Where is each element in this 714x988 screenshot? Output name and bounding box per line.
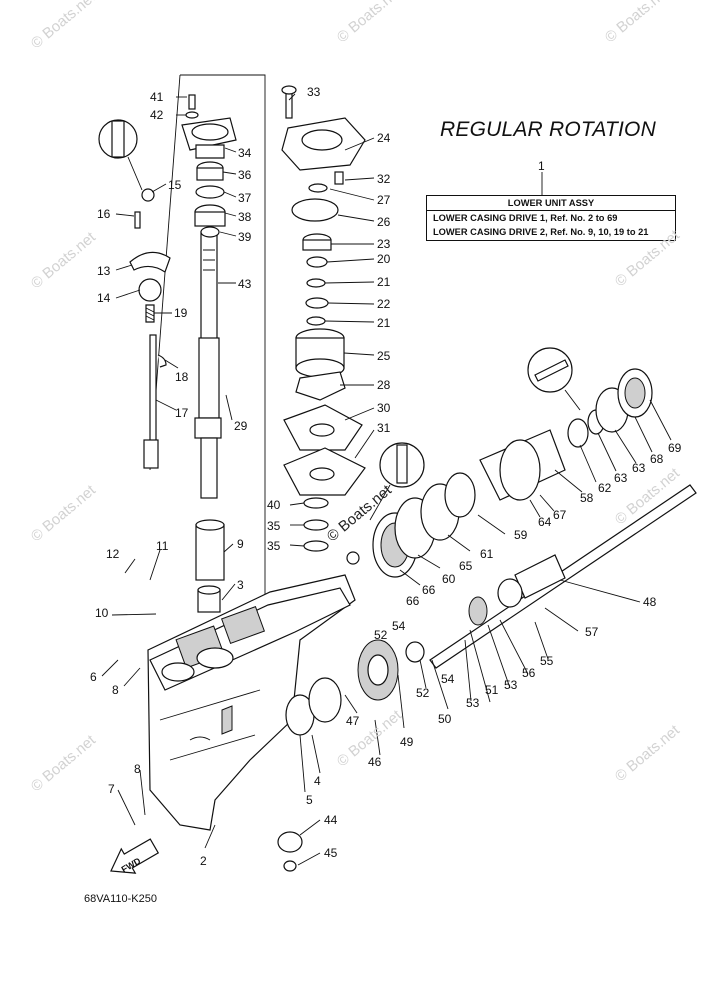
callout-49: 49	[400, 735, 414, 749]
callout-21a: 21	[377, 275, 391, 289]
callout-41: 41	[150, 90, 164, 104]
callout-3: 3	[237, 578, 244, 592]
callout-20: 20	[377, 252, 391, 266]
callout-44: 44	[324, 813, 338, 827]
callout-67: 67	[553, 508, 567, 522]
callout-8a: 8	[112, 683, 119, 697]
callout-53a: 53	[466, 696, 480, 710]
callout-45: 45	[324, 846, 338, 860]
callout-64: 64	[538, 515, 552, 529]
callout-38: 38	[238, 210, 252, 224]
callout-8b: 8	[134, 762, 141, 776]
diagram-code: 68VA110-K250	[84, 893, 157, 905]
callout-16: 16	[97, 207, 111, 221]
callout-39: 39	[238, 230, 252, 244]
callout-57: 57	[585, 625, 599, 639]
callout-26: 26	[377, 215, 391, 229]
callout-46: 46	[368, 755, 382, 769]
callout-27: 27	[377, 193, 391, 207]
sealant-callout-middle	[369, 442, 425, 521]
callout-13: 13	[97, 264, 111, 278]
callout-11: 11	[156, 539, 169, 553]
callout-1: 1	[538, 159, 545, 173]
frame-line-top	[180, 74, 266, 600]
rotation-heading: REGULAR ROTATION	[440, 118, 656, 141]
callout-35a: 35	[267, 519, 281, 533]
callout-31: 31	[377, 421, 391, 435]
lower-casing	[147, 574, 356, 831]
callout-22: 22	[377, 297, 391, 311]
callout-29: 29	[234, 419, 248, 433]
callout-37: 37	[238, 191, 252, 205]
callout-48: 48	[643, 595, 657, 609]
callout-66b: 66	[406, 594, 420, 608]
callout-47: 47	[346, 714, 360, 728]
callout-55: 55	[540, 654, 554, 668]
callout-56: 56	[522, 666, 536, 680]
callout-54a: 54	[392, 619, 406, 633]
assembly-reference-box: LOWER UNIT ASSY LOWER CASING DRIVE 1, Re…	[426, 195, 676, 241]
callout-7: 7	[108, 782, 115, 796]
callout-32: 32	[377, 172, 391, 186]
callout-60: 60	[442, 572, 456, 586]
callout-69: 69	[668, 441, 682, 455]
callout-54b: 54	[441, 672, 455, 686]
callout-58: 58	[580, 491, 594, 505]
callout-28: 28	[377, 378, 391, 392]
callout-15: 15	[168, 178, 182, 192]
callout-36: 36	[238, 168, 252, 182]
callout-43: 43	[238, 277, 252, 291]
callout-52a: 52	[374, 628, 388, 642]
assembly-row-1: LOWER CASING DRIVE 1, Ref. No. 2 to 69	[433, 213, 618, 223]
callout-62: 62	[598, 481, 612, 495]
callout-65: 65	[459, 559, 473, 573]
callout-19: 19	[174, 306, 188, 320]
callout-12: 12	[106, 547, 120, 561]
assembly-row-2: LOWER CASING DRIVE 2, Ref. No. 9, 10, 19…	[433, 227, 649, 237]
callout-63a: 63	[614, 471, 628, 485]
callout-42: 42	[150, 108, 164, 122]
assembly-title: LOWER UNIT ASSY	[427, 196, 675, 211]
drive-shaft	[194, 231, 222, 499]
callout-34: 34	[238, 146, 252, 160]
callout-23: 23	[377, 237, 391, 251]
fwd-arrow-icon	[110, 838, 160, 874]
callout-53b: 53	[504, 678, 518, 692]
callout-63b: 63	[632, 461, 646, 475]
sealant-callout-right	[527, 347, 581, 411]
callout-2: 2	[200, 854, 207, 868]
callout-6: 6	[90, 670, 97, 684]
upper-bearing-stack	[181, 94, 237, 238]
callout-35b: 35	[267, 539, 281, 553]
leader-lines	[101, 93, 672, 866]
callout-14: 14	[97, 291, 111, 305]
callout-40: 40	[267, 498, 281, 512]
shift-rod-assembly	[129, 188, 171, 469]
callout-25: 25	[377, 349, 391, 363]
callout-18: 18	[175, 370, 189, 384]
callout-50: 50	[438, 712, 452, 726]
callout-66a: 66	[422, 583, 436, 597]
callout-30: 30	[377, 401, 391, 415]
propeller-shaft-assembly	[277, 368, 697, 872]
water-pump-assembly	[195, 85, 366, 613]
callout-labels: 1 2 3 4 5 6 7 8 8 9 10 11 12 13 14 15 16…	[90, 85, 682, 875]
callout-68: 68	[650, 452, 664, 466]
callout-24: 24	[377, 131, 391, 145]
callout-4: 4	[314, 774, 321, 788]
callout-10: 10	[95, 606, 109, 620]
callout-51: 51	[485, 683, 499, 697]
callout-17: 17	[175, 406, 189, 420]
callout-61: 61	[480, 547, 494, 561]
callout-52b: 52	[416, 686, 430, 700]
callout-5: 5	[306, 793, 313, 807]
callout-59: 59	[514, 528, 528, 542]
callout-9: 9	[237, 537, 244, 551]
sealant-callout-left	[98, 119, 143, 191]
callout-33: 33	[307, 85, 321, 99]
callout-21b: 21	[377, 316, 391, 330]
